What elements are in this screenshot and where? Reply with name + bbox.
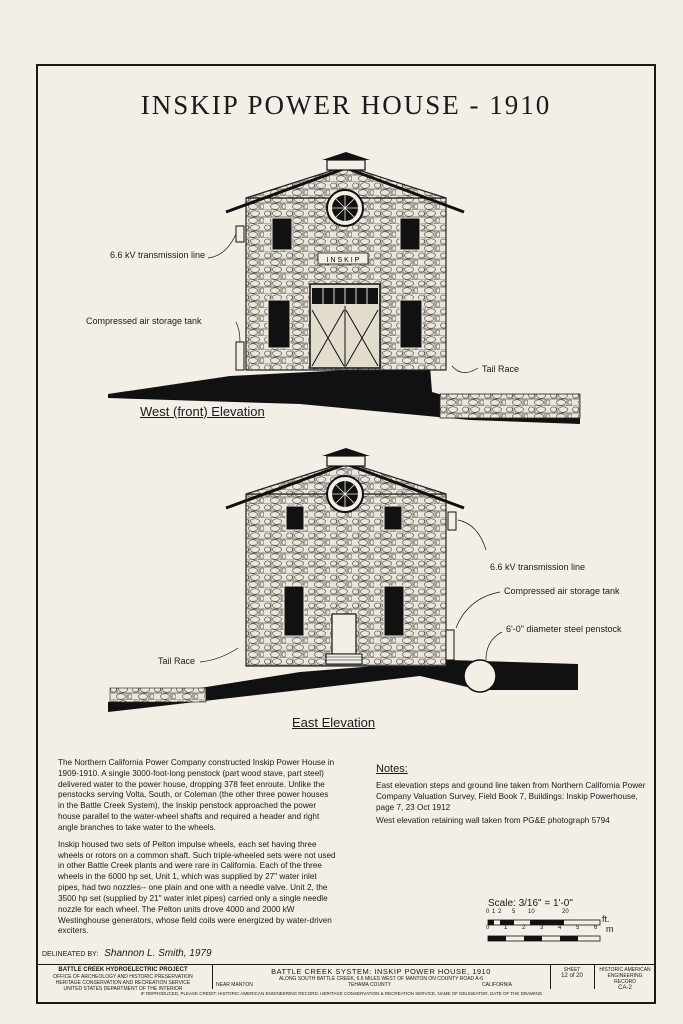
record-cell: HISTORIC AMERICAN ENGINEERING RECORD CA-… — [596, 967, 654, 992]
scale-m-tick: 5 — [576, 925, 580, 931]
note-2: West elevation retaining wall taken from… — [376, 816, 610, 826]
scale-m-unit: m — [606, 924, 614, 934]
title-block-divider — [550, 965, 551, 989]
state-name: CALIFORNIA — [482, 982, 513, 988]
east-ground — [108, 660, 578, 712]
west-air-tank — [235, 341, 245, 371]
west-window-lower-left — [267, 299, 291, 349]
east-door — [331, 613, 357, 655]
scale-m-tick: 1 — [504, 925, 508, 931]
scale-bar — [487, 919, 601, 942]
scale-m-tick: 4 — [558, 925, 562, 931]
agency-line-2: HERITAGE CONSERVATION AND RECREATION SER… — [55, 980, 191, 987]
west-tail-race-label: Tail Race — [482, 364, 520, 374]
sheet-label: SHEET — [563, 967, 581, 973]
narrative-paragraph-2: Inskip housed two sets of Pelton impulse… — [58, 839, 336, 936]
title-block-divider — [212, 965, 213, 989]
west-retaining-wall — [439, 393, 581, 419]
west-elevation: I N S K I P — [108, 152, 581, 424]
east-window-lower-right — [383, 585, 405, 637]
scale-m-tick: 6 — [594, 925, 598, 931]
drawing-sheet-border: INSKIP POWER HOUSE - 1910 — [36, 64, 656, 1004]
record-id: CA-2 — [618, 985, 632, 991]
west-keystone-text: I N S K I P — [327, 257, 360, 264]
east-cupola — [326, 455, 366, 467]
east-tail-race-label: Tail Race — [158, 656, 196, 666]
west-tank-label: Compressed air storage tank — [86, 316, 202, 326]
east-elevation — [108, 448, 578, 712]
scale-label: Scale: 3/16" = 1'-0" — [488, 898, 573, 909]
west-transmission-fixture — [235, 225, 245, 243]
east-penstock — [463, 659, 497, 693]
delineator-line: DELINEATED BY: Shannon L. Smith, 1979 — [42, 948, 212, 959]
county-name: TEHAMA COUNTY — [348, 982, 392, 988]
east-window-upper-right — [383, 505, 403, 531]
sheet-title: INSKIP POWER HOUSE - 1910 — [140, 90, 552, 120]
agency-line-3: UNITED STATES DEPARTMENT OF THE INTERIOR — [63, 986, 183, 993]
project-name: BATTLE CREEK HYDROELECTRIC PROJECT — [58, 967, 188, 973]
west-cupola-roof — [322, 152, 370, 160]
scale-m-tick: 0 — [486, 925, 490, 931]
scale-ft-tick: 2 — [498, 909, 502, 915]
drawing-title: BATTLE CREEK SYSTEM: INSKIP POWER HOUSE,… — [271, 967, 491, 976]
narrative-paragraph-1: The Northern California Power Company co… — [58, 758, 335, 832]
scale-ft-tick: 0 — [486, 909, 490, 915]
east-cupola-roof — [322, 448, 370, 456]
title-block: BATTLE CREEK HYDROELECTRIC PROJECT OFFIC… — [36, 964, 656, 992]
near-town: NEAR MANTON — [216, 982, 253, 988]
scale-ft-unit: ft. — [602, 914, 610, 924]
east-window-upper-left — [285, 505, 305, 531]
title-block-agency: BATTLE CREEK HYDROELECTRIC PROJECT OFFIC… — [38, 967, 208, 992]
east-air-tank — [445, 629, 455, 661]
scale-ft-tick: 1 — [492, 909, 496, 915]
east-transmission-label: 6.6 kV transmission line — [490, 562, 586, 572]
scale-ft-tick: 10 — [528, 909, 535, 915]
scale-m-tick: 3 — [540, 925, 544, 931]
west-window-lower-right — [399, 299, 423, 349]
east-tank-label: Compressed air storage tank — [504, 586, 620, 596]
sheet-value: 12 of 20 — [561, 973, 583, 979]
note-1: East elevation steps and ground line tak… — [376, 781, 646, 812]
west-keystone-panel — [317, 252, 369, 265]
record-line-2: ENGINEERING RECORD — [607, 973, 643, 985]
west-elevation-heading: West (front) Elevation — [140, 404, 265, 419]
sheet-number-cell: SHEET 12 of 20 — [552, 967, 592, 980]
west-transmission-label: 6.6 kV transmission line — [110, 250, 206, 260]
scale-m-tick: 2 — [522, 925, 526, 931]
notes-heading: Notes: — [376, 763, 408, 775]
agency-line-1: OFFICE OF ARCHEOLOGY AND HISTORIC PRESER… — [53, 974, 193, 981]
record-line-1: HISTORIC AMERICAN — [599, 967, 651, 973]
east-retaining-rocks — [109, 687, 207, 703]
east-steps — [325, 653, 363, 665]
west-window-upper-right — [399, 217, 421, 251]
reproduction-credit: IF REPRODUCED, PLEASE CREDIT: HISTORIC A… — [140, 991, 543, 996]
location-line: ALONG SOUTH BATTLE CREEK, 6.6 MILES WEST… — [278, 976, 484, 982]
west-window-upper-left — [271, 217, 293, 251]
scale-ft-tick: 5 — [512, 909, 516, 915]
title-block-main: BATTLE CREEK SYSTEM: INSKIP POWER HOUSE,… — [216, 967, 546, 989]
historical-narrative: The Northern California Power Company co… — [58, 758, 336, 943]
east-transmission-fixture — [447, 511, 457, 531]
west-cupola — [326, 159, 366, 171]
east-penstock-label: 6'-0" diameter steel penstock — [506, 624, 622, 634]
delineator-name: Shannon L. Smith, 1979 — [104, 948, 212, 959]
delineator-prefix: DELINEATED BY: — [42, 951, 99, 958]
notes-block: Notes: East elevation steps and ground l… — [376, 762, 656, 830]
title-block-divider — [594, 965, 595, 989]
scale-ft-tick: 20 — [562, 909, 569, 915]
east-window-lower-left — [283, 585, 305, 637]
east-elevation-heading: East Elevation — [292, 715, 376, 730]
